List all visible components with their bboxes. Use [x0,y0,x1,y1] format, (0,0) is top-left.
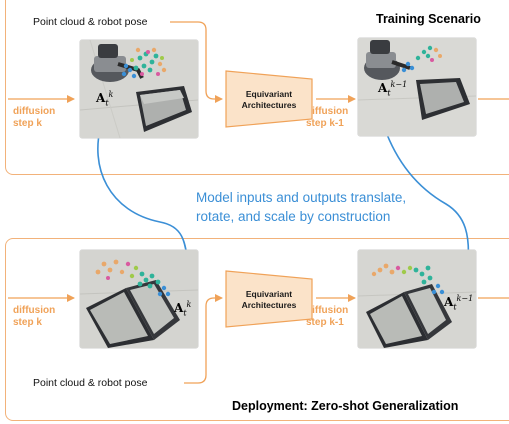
top-right-action-symbol: Atk−1 [378,80,408,98]
top-right-point-cloud [401,45,442,73]
training-panel [5,0,509,175]
deployment-panel [5,238,509,421]
deployment-title: Deployment: Zero-shot Generalization [232,399,459,413]
top-input-label: Point cloud & robot pose [33,16,148,28]
equivariant-trapezoid-icon [225,270,313,328]
training-title: Training Scenario [376,12,481,26]
bottom-left-action-symbol: Atk [174,300,192,318]
equivariance-caption: Model inputs and outputs translate, rota… [196,190,407,224]
blue-curve-left [97,113,192,270]
top-input-connector [170,21,223,103]
bottom-left-point-cloud [95,259,171,297]
top-right-scene-image: Atk−1 [358,38,476,136]
equivariant-trapezoid-icon [225,70,313,128]
blue-curve-right [372,102,473,266]
bottom-right-action-symbol: Atk−1 [444,294,474,312]
top-left-point-cloud [121,47,167,79]
bottom-right-point-cloud [371,263,445,295]
bottom-left-scene-image: Atk [80,250,198,348]
bottom-right-scene-image: Atk−1 [358,250,476,348]
top-left-scene-image: Atk [80,40,198,138]
top-left-action-symbol: Atk [96,90,114,108]
bottom-input-connector [184,294,223,384]
bottom-input-label: Point cloud & robot pose [33,377,148,389]
